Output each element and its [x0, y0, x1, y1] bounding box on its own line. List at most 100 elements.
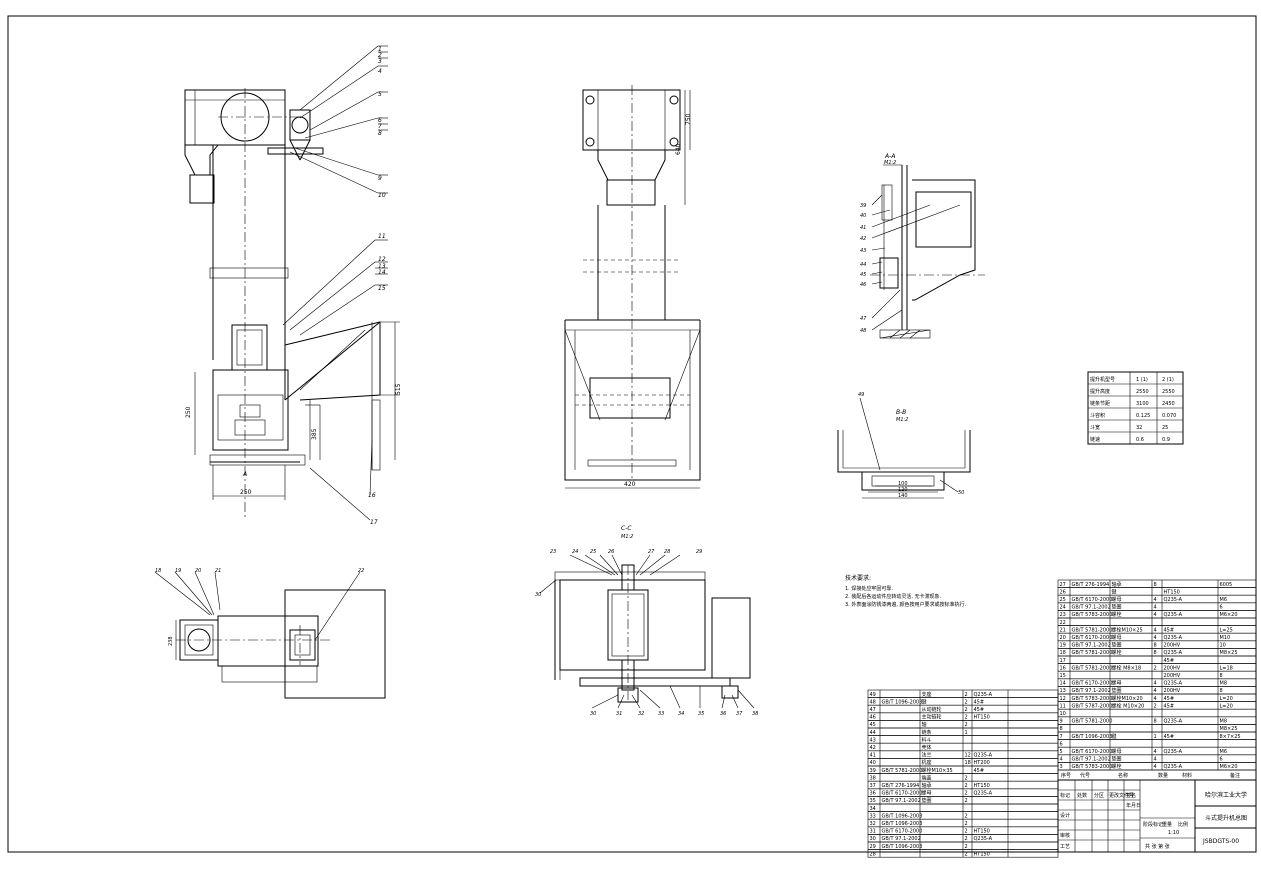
- bom-cell: GB/T 5781-2000: [1072, 665, 1113, 671]
- bom-cell: HT150: [974, 851, 990, 857]
- sign-col-1: 分区: [1094, 792, 1104, 799]
- bom-row: [1057, 670, 1257, 680]
- view-mark-a: A: [242, 471, 247, 478]
- bom-cell: M8×25: [1220, 726, 1238, 732]
- bom-cell: 48: [870, 699, 876, 705]
- main-label-1: 1: [378, 46, 382, 53]
- bom-cell: GB/T 5787-2000: [1072, 703, 1113, 709]
- bom-cell: 4: [1154, 597, 1157, 603]
- aa-label-48: 48: [860, 328, 866, 334]
- bom-cell: 32: [870, 821, 876, 827]
- bom-row: [1057, 708, 1257, 718]
- bom-header-row: [1057, 769, 1257, 781]
- bom-cell: GB/T 5783-2000: [1072, 696, 1113, 702]
- bom-cell: 2: [965, 829, 968, 835]
- bom-cell: 45#: [974, 699, 985, 705]
- bom-cell: 24: [1060, 605, 1066, 611]
- bom-cell: GB/T 1096-2003: [882, 844, 923, 850]
- spec-val-b: 2550: [1162, 389, 1175, 395]
- bom-cell: 垫圈: [1112, 642, 1122, 649]
- sign-col-4: 年月日: [1126, 802, 1141, 809]
- cc-top-28: 28: [664, 549, 670, 555]
- bom-cell: 45#: [1164, 703, 1175, 709]
- bom-cell: L=18: [1220, 665, 1233, 671]
- title-sheet: 共 张 第 张: [1145, 843, 1170, 850]
- bom-cell: 键: [1112, 733, 1117, 740]
- cc-bot-38: 38: [752, 711, 758, 717]
- cc-bot-30: 30: [590, 711, 596, 717]
- bom-cell: GB/T 5783-2000: [1072, 764, 1113, 770]
- spec-val-a: 0.125: [1136, 413, 1150, 419]
- bom-cell: 15: [1060, 673, 1066, 679]
- main-label-10: 10: [378, 192, 386, 199]
- title-drawing-no: JSBDGTS-00: [1202, 838, 1239, 845]
- spec-val-b: 0.070: [1162, 413, 1176, 419]
- spec-key: 链条节距: [1090, 400, 1110, 407]
- bom-cell: GB/T 6170-2000: [1072, 749, 1113, 755]
- bom-cell: 8: [1154, 643, 1157, 649]
- main-dim-mid: 385: [311, 428, 318, 440]
- bom-cell: 2: [965, 791, 968, 797]
- bom-cell: HT200: [974, 760, 990, 766]
- cc-bot-37: 37: [736, 711, 743, 717]
- detail-bb-title: B-B: [896, 409, 906, 416]
- bom-cell: Q235-A: [974, 692, 993, 698]
- bom-cell: GB/T 5781-2000: [882, 768, 923, 774]
- bom-cell: 45#: [974, 707, 985, 713]
- bom-cell: 4: [1154, 764, 1157, 770]
- spec-key: 斗宽: [1090, 424, 1100, 431]
- bom-cell: 17: [1060, 658, 1066, 664]
- bom-cell: M8×25: [1220, 650, 1238, 656]
- bom-cell: 从动链轮: [922, 706, 942, 713]
- main-label-17: 17: [370, 519, 378, 526]
- outer-border: [7, 15, 1257, 853]
- bom-cell: 4: [1154, 605, 1157, 611]
- bom-cell: 键: [922, 698, 927, 705]
- bom-cell: 45#: [1164, 627, 1175, 633]
- bom-cell: GB/T 6170-2000: [882, 791, 923, 797]
- bom-cell: M6×20: [1220, 612, 1238, 618]
- bom-cell: 螺栓 M10×20: [1112, 702, 1145, 709]
- main-label-2: 2: [378, 52, 382, 59]
- bom-cell: M6: [1220, 597, 1228, 603]
- bom-cell: 垫圈: [1112, 756, 1122, 763]
- cc-top-26: 26: [608, 549, 614, 555]
- bom-cell: 2: [1154, 703, 1157, 709]
- bom-head-1: 代号: [1080, 772, 1090, 779]
- bom-cell: 螺母: [922, 790, 932, 797]
- cc-top-23: 23: [550, 549, 556, 555]
- bom-cell: 38: [870, 775, 876, 781]
- bom-cell: HT150: [974, 715, 990, 721]
- spec-val-a: 32: [1136, 425, 1142, 431]
- bom-cell: 8: [1220, 688, 1223, 694]
- bom-cell: GB/T 6170-2000: [882, 829, 923, 835]
- bom-cell: M8: [1220, 681, 1228, 687]
- cc-top-27: 27: [648, 549, 655, 555]
- title-school: 哈尔滨工业大学: [1205, 791, 1247, 799]
- bom-cell: Q235-A: [974, 791, 993, 797]
- bom-cell: 4: [1154, 681, 1157, 687]
- bom-cell: 8: [1220, 673, 1223, 679]
- bom-cell: 垫圈: [922, 797, 932, 804]
- bom-cell: 螺栓M10×20: [1112, 695, 1143, 702]
- bom-cell: 9: [1060, 719, 1063, 725]
- bom-cell: 2: [965, 821, 968, 827]
- bom-cell: 31: [870, 829, 876, 835]
- bom-cell: 8: [1060, 726, 1063, 732]
- bom-cell: 200HV: [1164, 688, 1181, 694]
- bom-cell: Q235-A: [1164, 597, 1183, 603]
- bom-cell: 2: [965, 775, 968, 781]
- bom-cell: 26: [1060, 589, 1066, 595]
- main-label-8: 8: [378, 130, 382, 137]
- sign-col-3: 签名: [1126, 792, 1136, 799]
- bom-cell: 23: [1060, 612, 1066, 618]
- bom-head-5: 备注: [1230, 772, 1240, 779]
- detail-cc-title: C-C: [621, 525, 632, 532]
- bom-cell: 43: [870, 737, 876, 743]
- bom-cell: 18: [965, 760, 971, 766]
- cc-top-24: 24: [572, 549, 578, 555]
- bom-cell: Q235-A: [1164, 764, 1183, 770]
- bom-cell: 6005: [1220, 582, 1233, 588]
